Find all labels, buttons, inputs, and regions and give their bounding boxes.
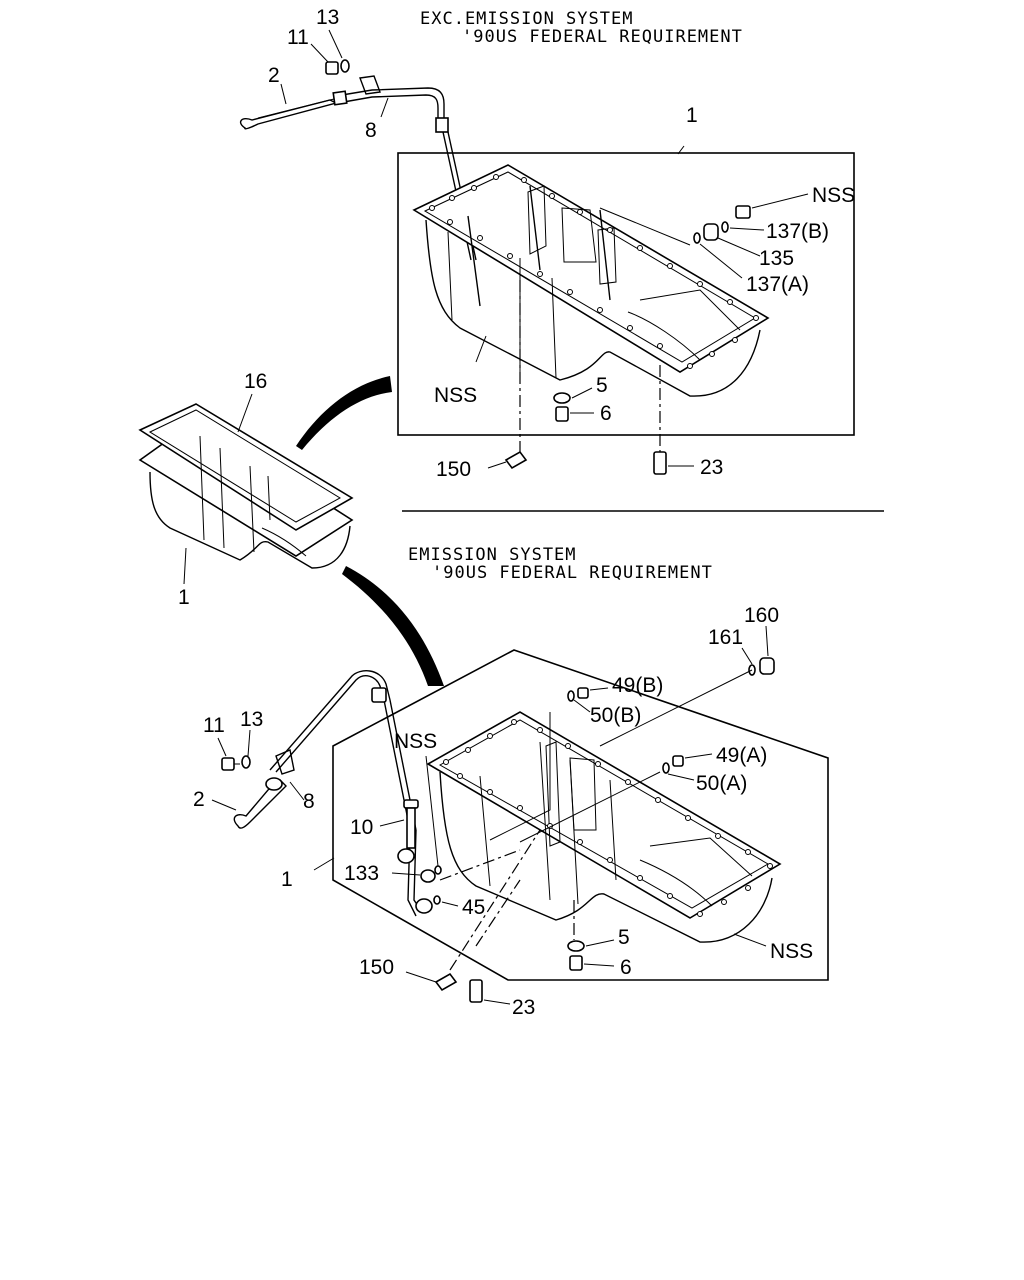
label-11: 11 <box>287 26 309 49</box>
label-45: 45 <box>462 896 485 919</box>
bottom-dipstick-assembly <box>211 670 459 917</box>
label-2: 2 <box>193 788 205 811</box>
label-160: 160 <box>744 604 779 627</box>
label-161: 161 <box>708 626 743 649</box>
overview-oil-pan <box>138 393 354 585</box>
label-2: 2 <box>268 64 280 87</box>
label-135: 135 <box>759 247 794 270</box>
label-5: 5 <box>618 926 630 949</box>
label-23: 23 <box>700 456 723 479</box>
label-1: 1 <box>178 586 190 609</box>
label-6: 6 <box>600 402 612 425</box>
label-11: 11 <box>203 714 225 737</box>
label-13: 13 <box>240 708 263 731</box>
header-bottom-line1: EMISSION SYSTEM <box>408 545 577 565</box>
label-150: 150 <box>436 458 471 481</box>
label-133: 133 <box>344 862 379 885</box>
label-137b: 137(B) <box>766 220 829 243</box>
label-10: 10 <box>350 816 373 839</box>
bottom-detail-box <box>332 649 829 981</box>
header-top-line1: EXC.EMISSION SYSTEM <box>420 9 633 29</box>
label-nss: NSS <box>770 940 813 963</box>
label-50b: 50(B) <box>590 704 641 727</box>
label-137a: 137(A) <box>746 273 809 296</box>
label-23: 23 <box>512 996 535 1019</box>
label-1: 1 <box>281 868 293 891</box>
bottom-oil-pan <box>313 625 782 1005</box>
leader-arc-bottom <box>342 566 444 686</box>
header-bottom-line2: '90US FEDERAL REQUIREMENT <box>432 563 713 583</box>
label-nss: NSS <box>434 384 477 407</box>
label-49a: 49(A) <box>716 744 767 767</box>
label-49b: 49(B) <box>612 674 663 697</box>
label-5: 5 <box>596 374 608 397</box>
leader-arc-top <box>296 376 392 450</box>
label-150: 150 <box>359 956 394 979</box>
top-oil-pan <box>412 145 809 475</box>
label-6: 6 <box>620 956 632 979</box>
label-nss: NSS <box>394 730 437 753</box>
label-8: 8 <box>303 790 315 813</box>
top-detail-box <box>397 152 855 436</box>
label-nss: NSS <box>812 184 855 207</box>
label-50a: 50(A) <box>696 772 747 795</box>
header-top-line2: '90US FEDERAL REQUIREMENT <box>462 27 743 47</box>
label-16: 16 <box>244 370 267 393</box>
label-8: 8 <box>365 119 377 142</box>
label-13: 13 <box>316 6 339 29</box>
label-1: 1 <box>686 104 698 127</box>
